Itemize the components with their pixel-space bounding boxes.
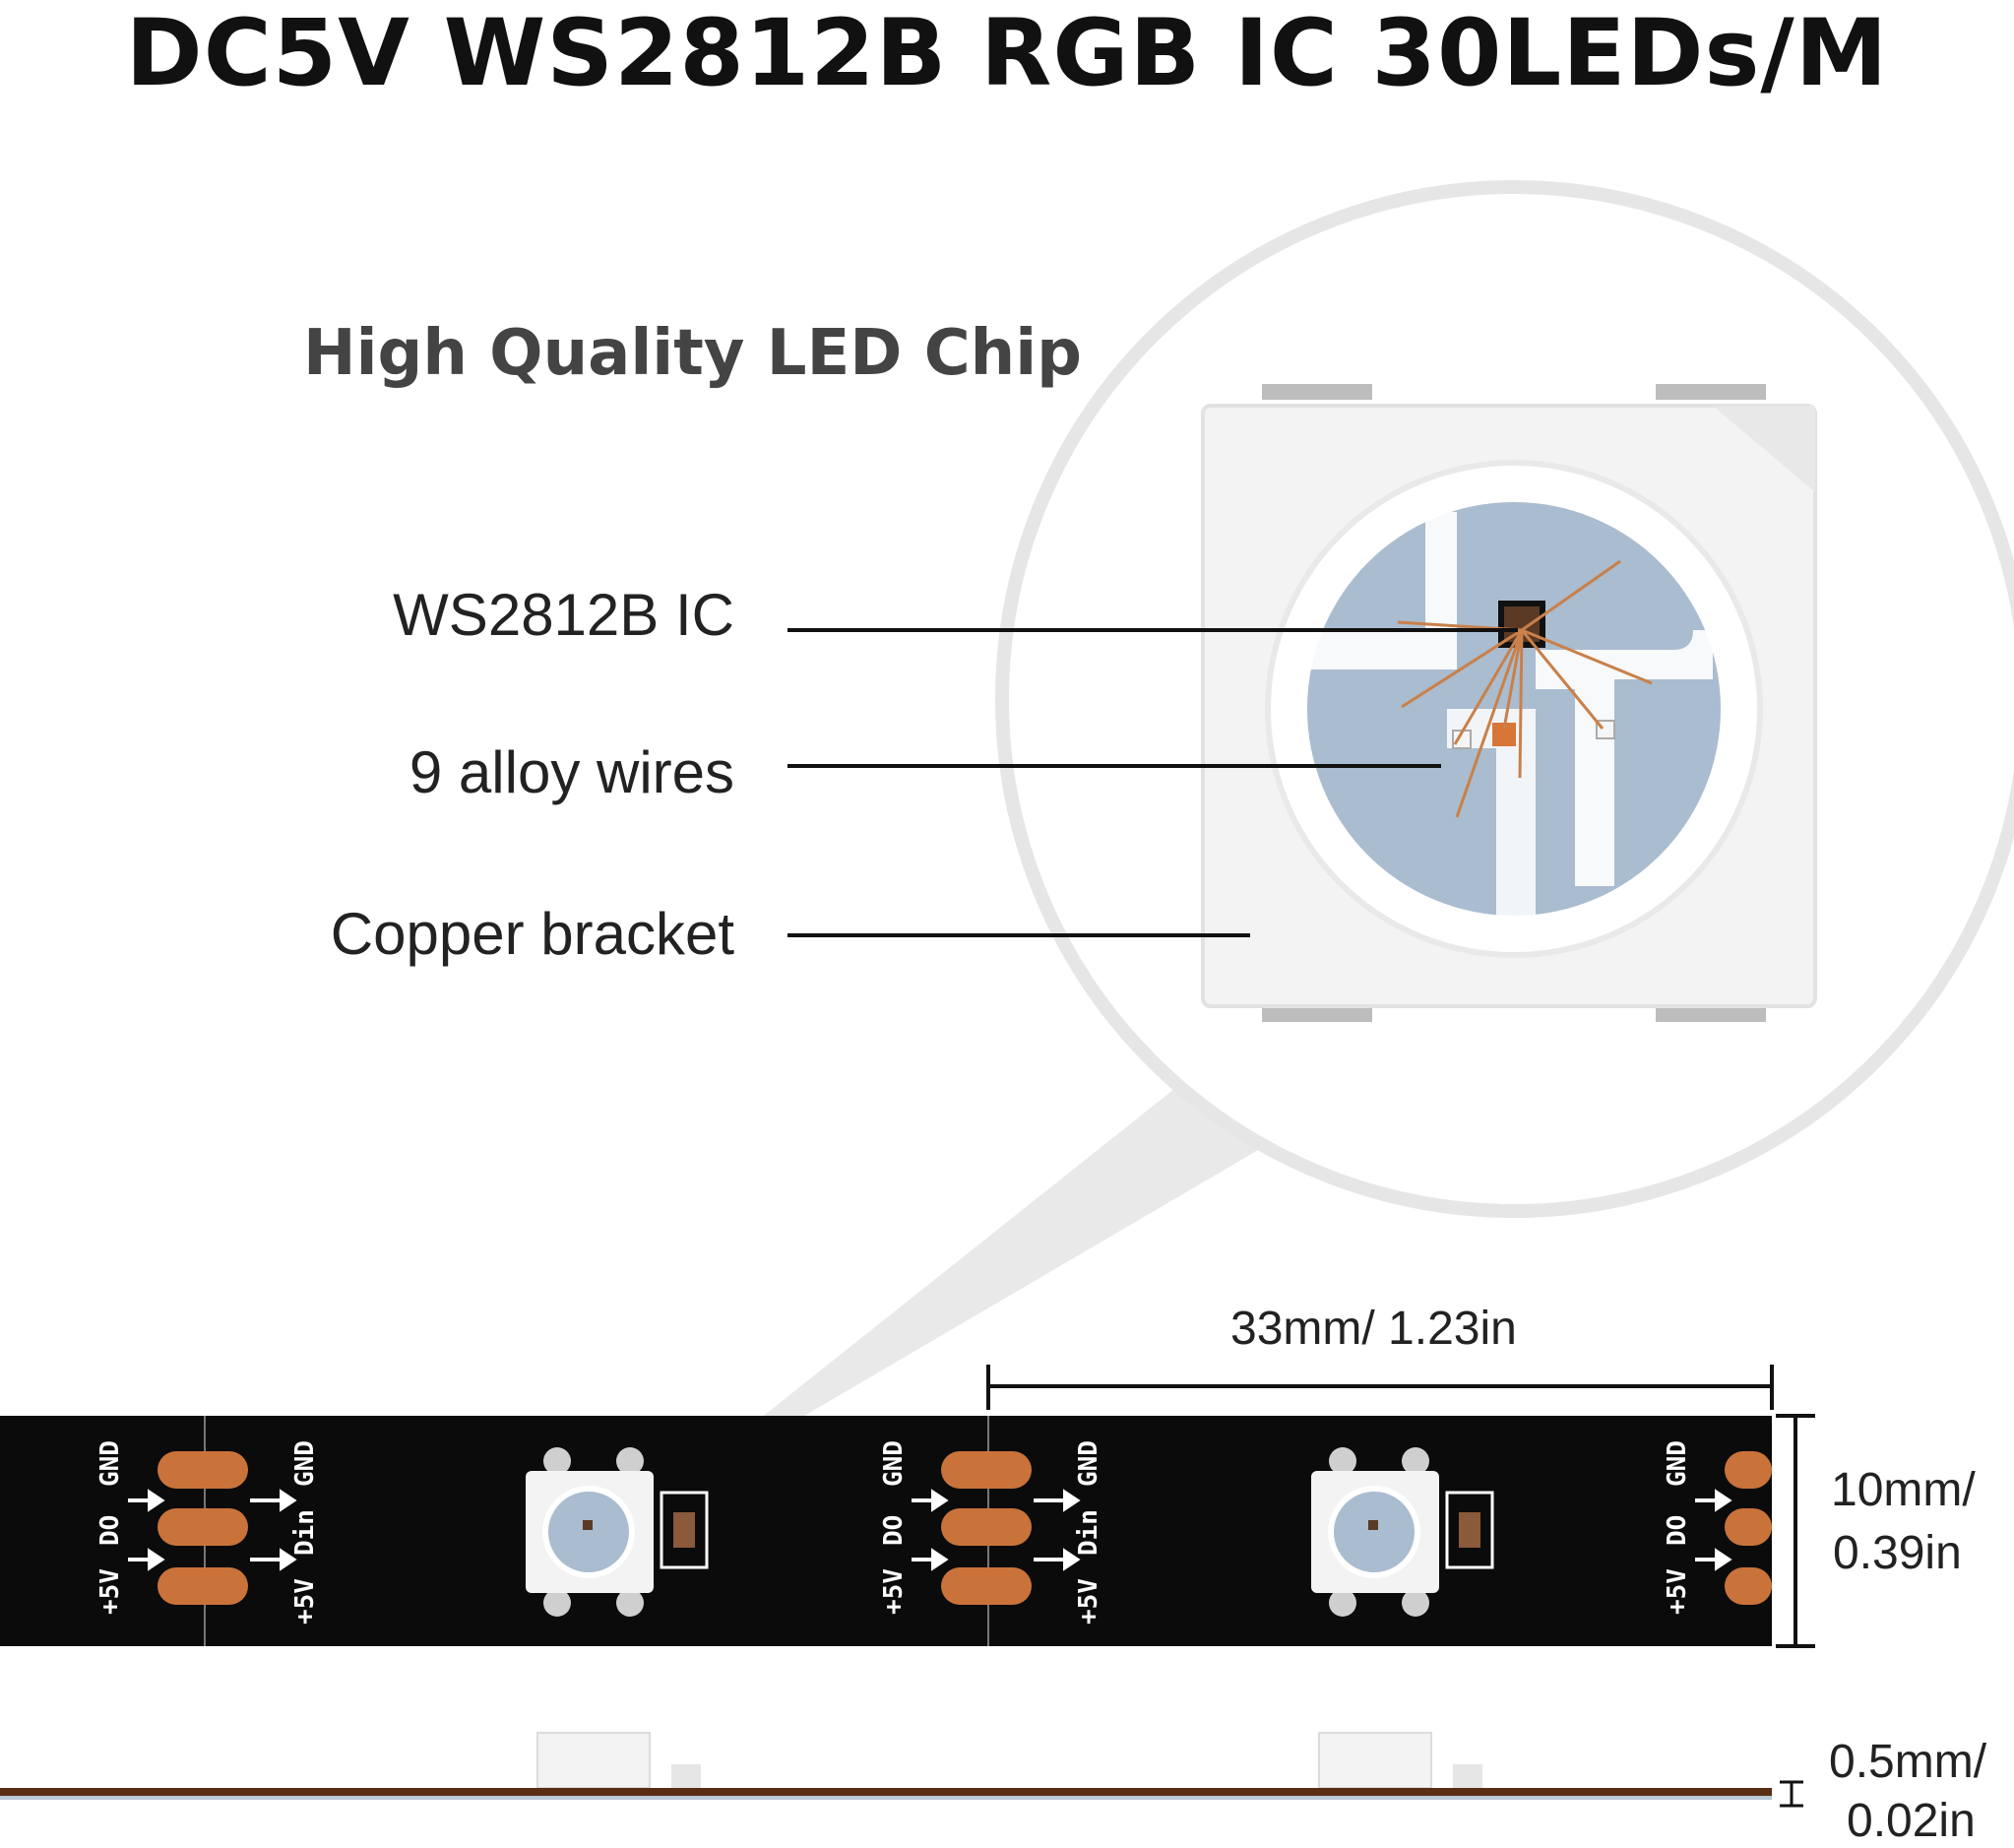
strip-resistor-1 [660,1491,709,1569]
solder-pad-gnd [941,1451,1032,1489]
solder-pad-gnd [157,1451,248,1489]
bracket-gap [1536,630,1713,886]
chip-corner-mark [1713,406,1815,492]
pad-label-5v: +5V [95,1568,125,1615]
pad-label-gnd: GND [1663,1440,1692,1487]
solder-pad-group [941,1451,1032,1605]
solder-pad-data [1725,1508,1772,1546]
strip-led-1 [526,1447,654,1617]
pitch-dimension-label: 33mm/ 1.23in [1230,1303,1517,1355]
callout-label-alloy-wires: 9 alloy wires [409,739,734,805]
pad-label-gnd: GND [1074,1440,1103,1487]
pad-label-din: Din [290,1509,320,1556]
strip-resistor-2 [1445,1491,1494,1569]
pad-label-do: DO [879,1515,909,1546]
pad-label-gnd: GND [95,1440,125,1487]
solder-pad-group [157,1451,248,1605]
pitch-dimension-line [986,1365,1774,1410]
pad-label-do: DO [95,1515,125,1546]
width-dimension-line [1776,1414,1815,1648]
pad-label-5v: +5V [1074,1578,1103,1625]
strip-side-profile [0,1732,1772,1800]
solder-pad-5v [157,1567,248,1605]
alloy-wires [1397,559,1653,818]
magnifier-beam [650,1085,1272,1506]
pad-label-5v: +5V [879,1568,909,1615]
bracket-gap [1447,709,1536,916]
chip-lead [1262,1006,1372,1022]
chip-lead [1262,384,1372,400]
pad-label-do: DO [1663,1515,1692,1546]
callout-label-copper-bracket: Copper bracket [330,901,734,967]
chip-lead [1656,1006,1766,1022]
chip-lead [1656,384,1766,400]
width-dimension-in-label: 0.39in [1833,1527,1962,1579]
solder-pad-group [1725,1451,1772,1605]
signal-arrows [128,1489,1732,1571]
page-title: DC5V WS2812B RGB IC 30LEDs/M [125,0,1889,107]
pad-label-5v: +5V [290,1578,320,1625]
chip-section-heading: High Quality LED Chip [303,317,1082,390]
callout-label-ws2812b-ic: WS2812B IC [393,582,734,648]
solder-pad-gnd [1725,1451,1772,1489]
thickness-dimension-in-label: 0.02in [1847,1795,1976,1847]
pad-label-gnd: GND [879,1440,909,1487]
pad-label-5v: +5V [1663,1568,1692,1615]
thickness-dimension-line [1780,1780,1803,1808]
solder-pad-data [941,1508,1032,1546]
width-dimension-mm-label: 10mm/ [1831,1464,1976,1516]
strip-led-2 [1311,1447,1439,1617]
pad-label-gnd: GND [290,1440,320,1487]
solder-pad-5v [941,1567,1032,1605]
enlarged-led-chip [1201,384,1817,1022]
pad-label-din: Din [1074,1509,1103,1556]
solder-pad-5v [1725,1567,1772,1605]
solder-pad-data [157,1508,248,1546]
thickness-dimension-mm-label: 0.5mm/ [1829,1736,1987,1788]
